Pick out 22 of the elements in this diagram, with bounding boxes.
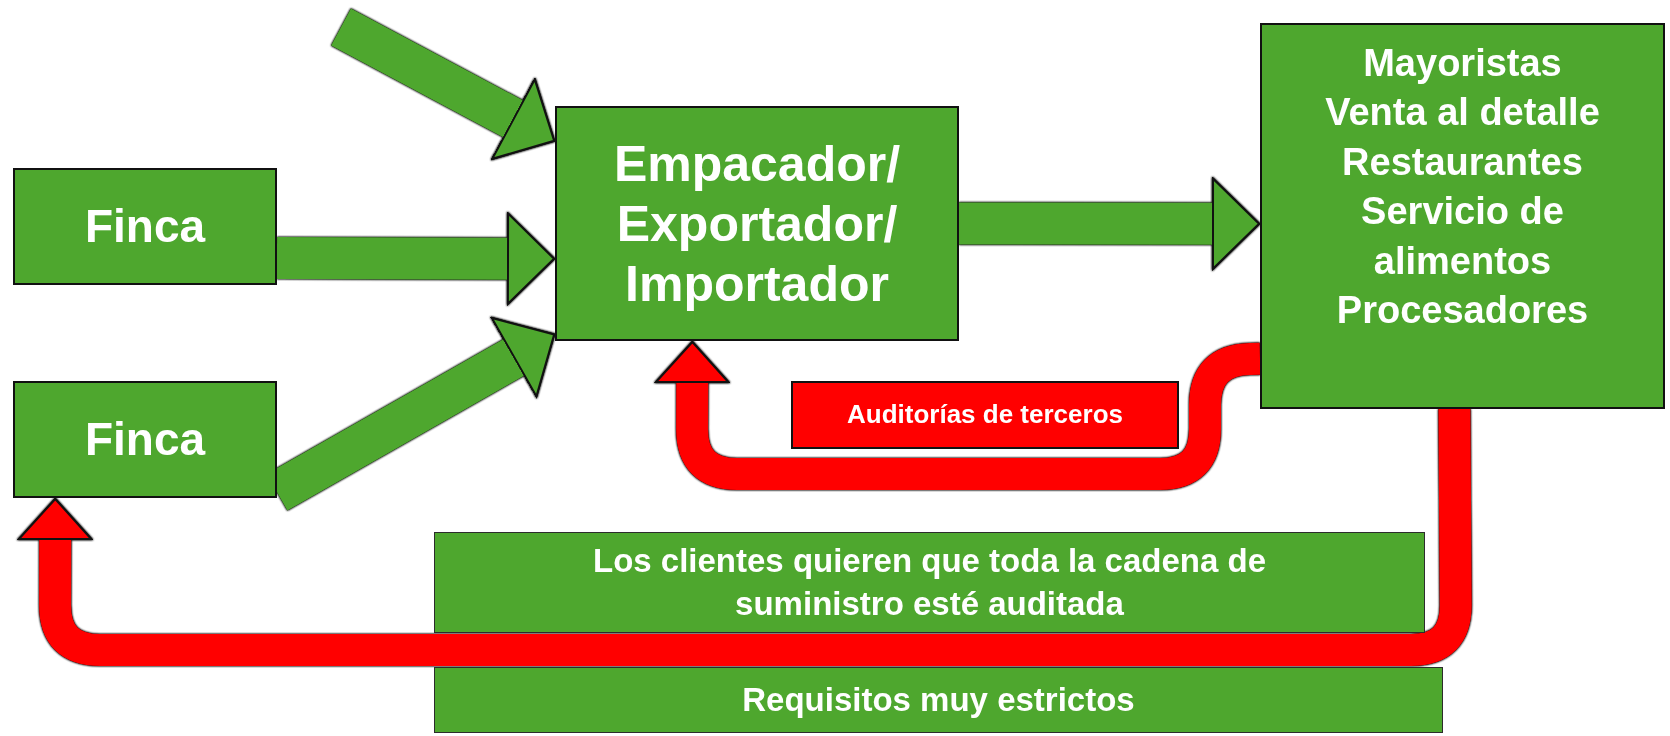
block-arrow [18, 408, 1472, 666]
node-label: Requisitos muy estrictos [742, 680, 1135, 720]
banner [434, 532, 1425, 633]
node-label: Auditorías de terceros [847, 399, 1123, 431]
process-box [555, 106, 959, 341]
node-label: Restaurantes [1342, 139, 1583, 185]
node-label: Empacador/ Exportador/ Importador [612, 134, 902, 314]
node-label: Servicio de alimentos [1360, 189, 1565, 284]
node-label: Los clientes quieren que toda la cadena de suministro esté auditada [592, 540, 1267, 624]
node-label: Finca [84, 411, 206, 467]
block-arrow [959, 177, 1260, 270]
node-label: Finca [84, 198, 206, 254]
process-box [791, 381, 1179, 449]
node-label: Mayoristas [1363, 41, 1562, 86]
process-box [1260, 23, 1665, 409]
node-label: Procesadores [1336, 287, 1589, 333]
block-arrow [331, 8, 556, 160]
process-box [13, 381, 277, 498]
node-label: Venta al detalle [1325, 90, 1600, 136]
banner [434, 667, 1443, 733]
process-box [13, 168, 277, 285]
block-arrow [276, 212, 555, 305]
